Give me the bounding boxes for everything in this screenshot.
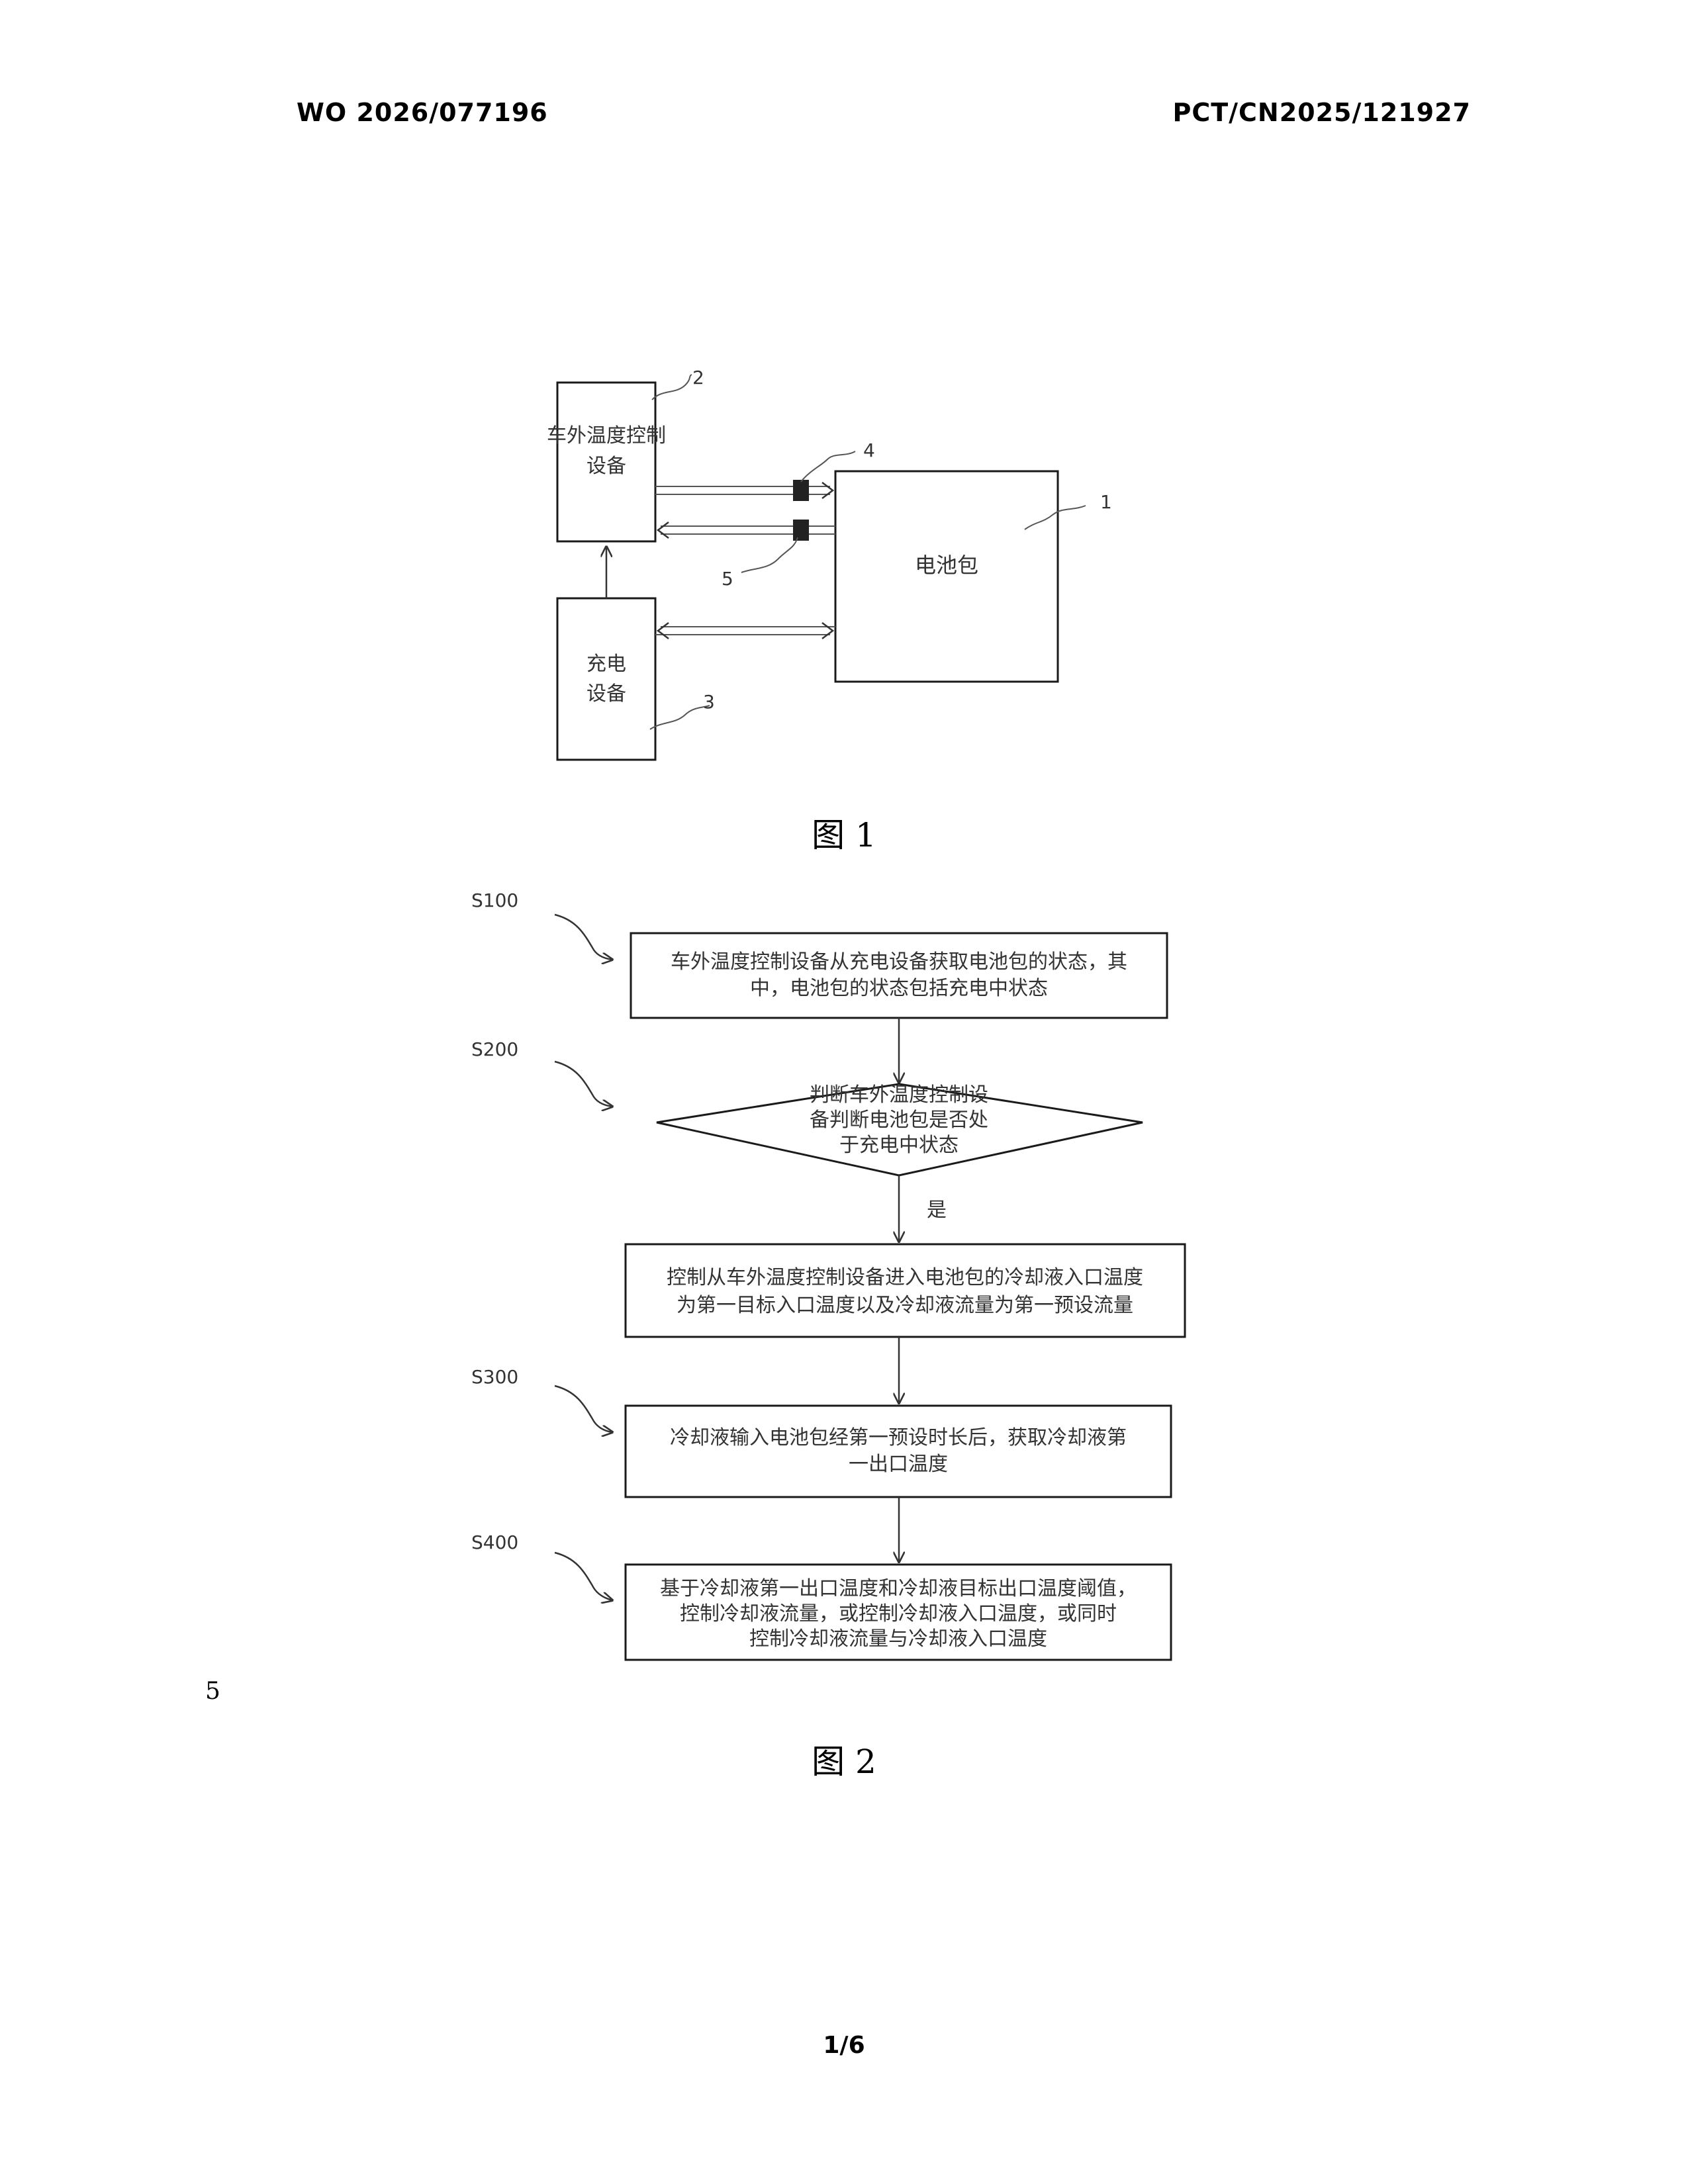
step-label-s200: S200 — [471, 1038, 518, 1060]
page-number: 1/6 — [0, 2032, 1688, 2059]
charging-equipment-label-2: 设备 — [586, 682, 626, 705]
ref-3: 3 — [703, 691, 715, 713]
step-s300-box — [626, 1406, 1171, 1497]
outside-temp-controller-label-1: 车外温度控制 — [547, 424, 666, 447]
ref-1: 1 — [1100, 491, 1112, 513]
coolant-return-arrowhead — [658, 522, 669, 538]
step-s200-text-2: 备判断电池包是否处 — [810, 1109, 988, 1132]
coolant-supply-arrowhead — [822, 482, 833, 498]
step-s300-text-2: 一出口温度 — [849, 1453, 948, 1476]
step-label-s100: S100 — [471, 889, 518, 911]
charging-equipment-box — [557, 598, 655, 760]
step-label-s300: S300 — [471, 1366, 518, 1388]
step-s200-text-3: 于充电中状态 — [839, 1134, 959, 1157]
step-s400-text-2: 控制冷却液流量，或控制冷却液入口温度，或同时 — [680, 1602, 1117, 1625]
control-step-text-1: 控制从车外温度控制设备进入电池包的冷却液入口温度 — [667, 1266, 1143, 1289]
outside-temp-controller-label-2: 设备 — [586, 455, 626, 478]
leader-arrow-s300 — [555, 1386, 612, 1432]
leader-line-3 — [650, 705, 710, 729]
leader-line-2 — [652, 375, 692, 400]
step-s100-box — [631, 933, 1167, 1018]
figure-2: S100 S200 S300 S400 车外温度控制设备从充电设备获取电池包的状… — [471, 889, 1185, 1660]
leader-arrow-s400 — [555, 1553, 612, 1600]
control-step-box — [626, 1244, 1185, 1337]
branch-label-yes: 是 — [927, 1199, 947, 1222]
figure-1-caption: 图 1 — [0, 809, 1688, 856]
valve-4 — [793, 480, 809, 501]
ref-4: 4 — [863, 439, 875, 461]
ref-5: 5 — [722, 568, 733, 590]
step-s100-text-1: 车外温度控制设备从充电设备获取电池包的状态，其 — [671, 950, 1127, 974]
step-s200-text-1: 判断车外温度控制设 — [810, 1083, 988, 1107]
line-number: 5 — [205, 1678, 220, 1705]
step-s100-text-2: 中，电池包的状态包括充电中状态 — [750, 977, 1048, 1000]
step-s300-text-1: 冷却液输入电池包经第一预设时长后，获取冷却液第 — [670, 1426, 1127, 1449]
leader-line-5 — [741, 537, 798, 572]
charging-equipment-label-1: 充电 — [586, 653, 626, 676]
step-s400-text-1: 基于冷却液第一出口温度和冷却液目标出口温度阈值， — [660, 1577, 1137, 1600]
leader-arrow-s100 — [555, 915, 612, 960]
step-s400-text-3: 控制冷却液流量与冷却液入口温度 — [749, 1627, 1047, 1651]
figure-2-caption: 图 2 — [0, 1735, 1688, 1783]
step-label-s400: S400 — [471, 1531, 518, 1553]
figure-1: 车外温度控制 设备 充电 设备 电池包 2 4 — [547, 367, 1112, 760]
charger-battery-arrowhead-right — [822, 623, 833, 639]
ref-2: 2 — [692, 367, 704, 388]
leader-arrow-s200 — [555, 1062, 612, 1107]
battery-pack-label: 电池包 — [915, 553, 978, 578]
valve-5 — [793, 520, 809, 541]
control-step-text-2: 为第一目标入口温度以及冷却液流量为第一预设流量 — [677, 1294, 1133, 1317]
charger-battery-arrowhead-left — [658, 623, 669, 639]
